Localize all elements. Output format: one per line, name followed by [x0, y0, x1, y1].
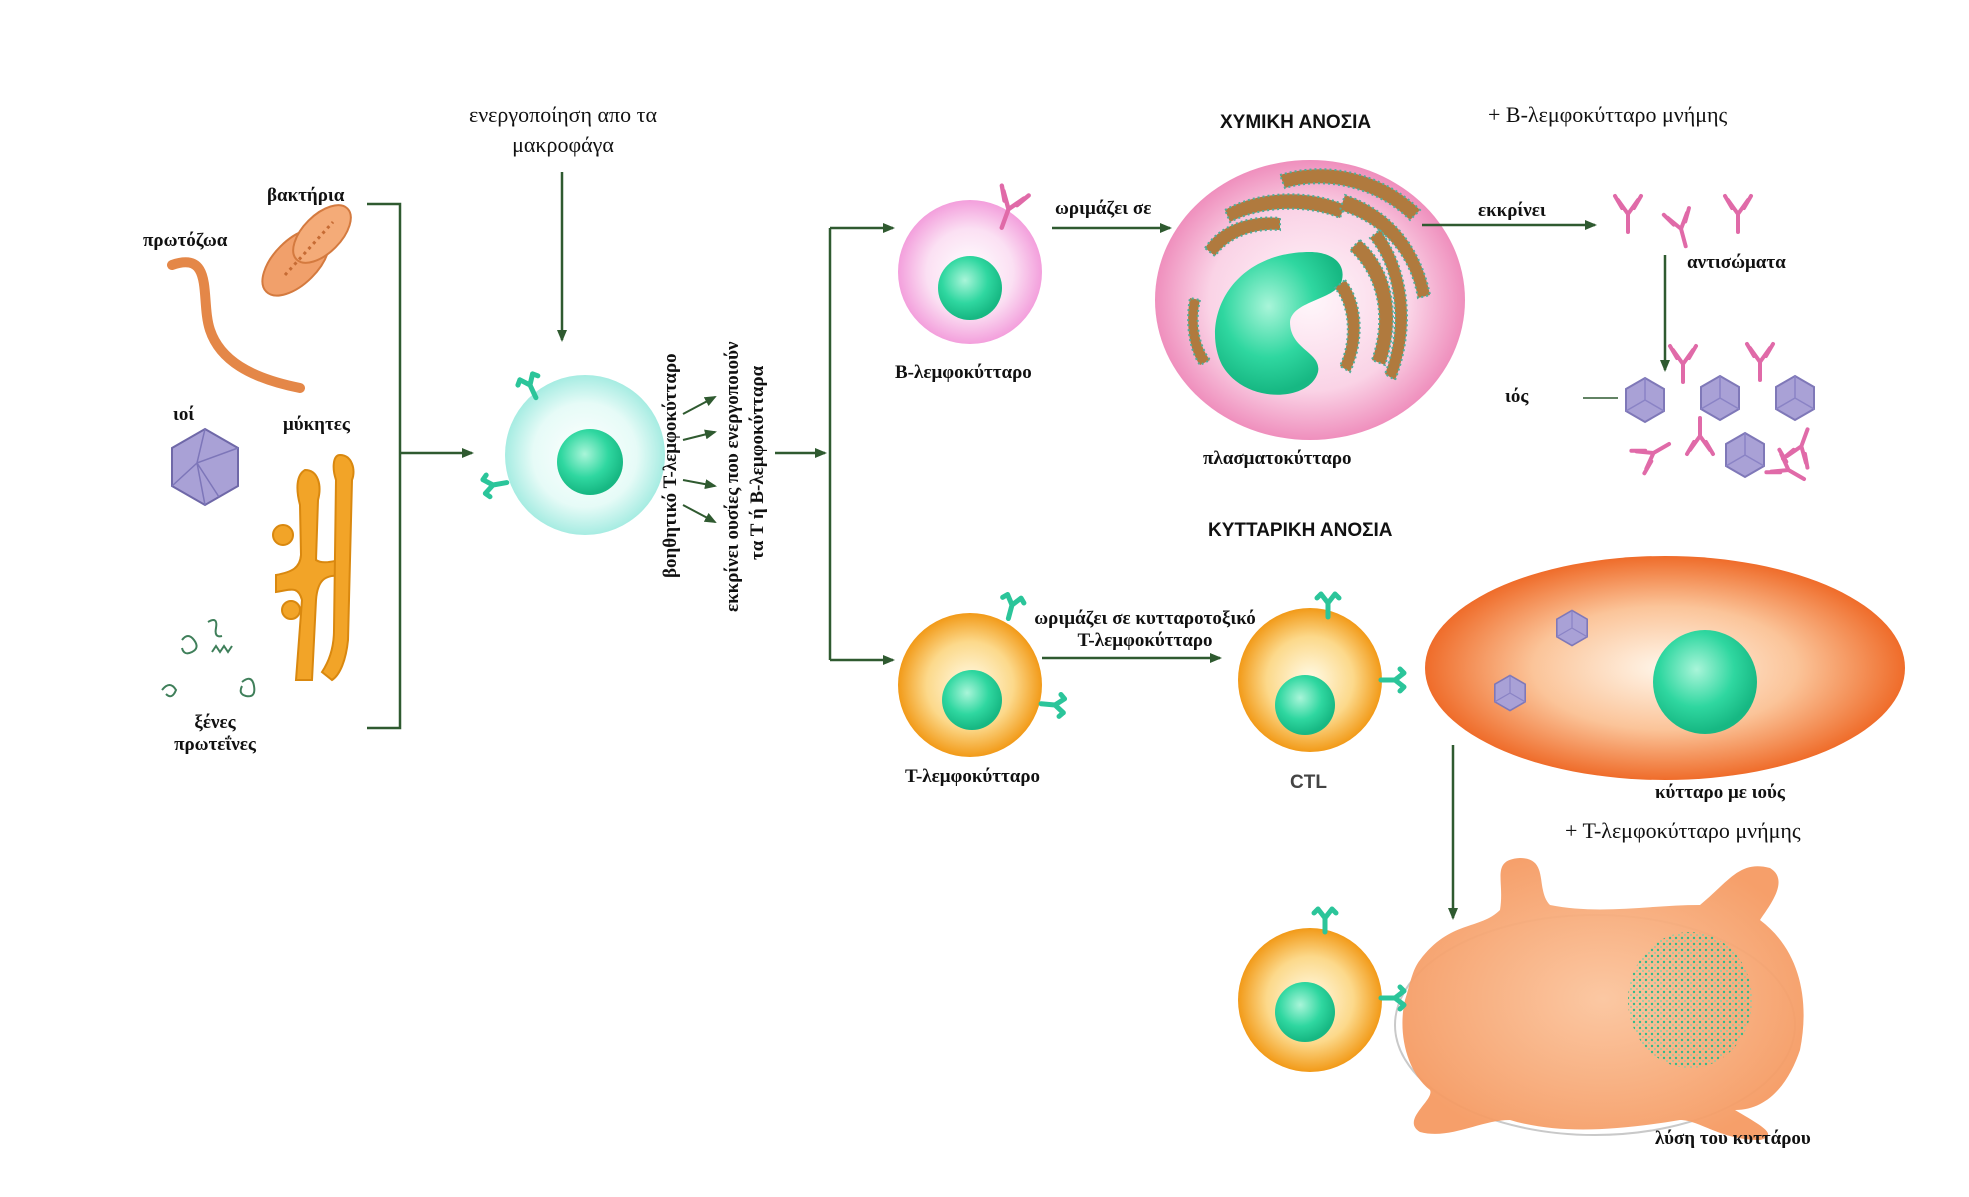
- bacteria-label: βακτήρια: [267, 185, 345, 206]
- ctl-label: CTL: [1290, 772, 1327, 793]
- b-memory-label: + Β-λεμφοκύτταρο μνήμης: [1488, 102, 1728, 127]
- secretes-substances-label-line1: εκκρίνει ουσίες που ενεργοποιούν: [722, 341, 743, 612]
- fungi-illustration: [272, 453, 355, 682]
- t-lymphocyte-cell: [898, 593, 1065, 757]
- fungi-label: μύκητες: [283, 414, 350, 435]
- t-memory-label: + Τ-λεμφοκύτταρο μνήμης: [1565, 818, 1801, 843]
- plasma-cell-label: πλασματοκύτταρο: [1203, 448, 1352, 469]
- t-lymphocyte-label: Τ-λεμφοκύτταρο: [905, 766, 1041, 787]
- infected-cell: [1425, 556, 1905, 780]
- bacteria-illustration: [261, 204, 352, 297]
- b-lymphocyte-label: Β-λεμφοκύτταρο: [895, 362, 1032, 383]
- matures-cytotoxic-label-line1: ωριμάζει σε κυτταροτοξικό: [1034, 608, 1256, 629]
- viruses-label: ιοί: [173, 404, 195, 425]
- protozoa-illustration: [167, 257, 305, 393]
- virus-label: ιός: [1505, 386, 1529, 407]
- activation-macrophages-label-line2: μακροφάγα: [512, 132, 614, 157]
- cellular-immunity-title: ΚΥΤΤΑΡΙΚΗ ΑΝΟΣΙΑ: [1208, 520, 1393, 541]
- foreign-proteins-illustration: [161, 619, 256, 698]
- protozoa-label: πρωτόζωα: [143, 230, 228, 251]
- humoral-immunity-title: ΧΥΜΙΚΗ ΑΝΟΣΙΑ: [1220, 112, 1372, 133]
- activation-macrophages-label-line1: ενεργοποίηση απο τα: [468, 102, 658, 127]
- virus-illustration: [171, 427, 239, 507]
- secretes-substances-label-line2: τα Τ ή Β-λεμφοκύτταρα: [747, 365, 768, 560]
- helper-t-label: βοηθητικό Τ-λεμφοκύτταρο: [660, 353, 681, 578]
- antibodies-illustration: [1613, 194, 1753, 252]
- b-lymphocyte-cell: [898, 186, 1042, 344]
- matures-cytotoxic-label-line2: Τ-λεμφοκύτταρο: [1077, 630, 1213, 651]
- secretes-label: εκκρίνει: [1478, 200, 1546, 221]
- infected-cell-label: κύτταρο με ιούς: [1655, 782, 1785, 803]
- lysing-cell: [1394, 858, 1804, 1140]
- virus-antibody-complex: [1625, 342, 1822, 493]
- antibodies-label: αντισώματα: [1687, 252, 1786, 273]
- ctl-cell: [1238, 594, 1404, 752]
- foreign-proteins-label-line2: πρωτεΐνες: [174, 734, 256, 755]
- memory-t-cell: [1238, 909, 1404, 1072]
- helper-t-cell: [482, 372, 665, 535]
- cell-lysis-label: λύση του κυττάρου: [1655, 1128, 1811, 1149]
- foreign-proteins-label-line1: ξένες: [194, 712, 236, 733]
- matures-into-label: ωριμάζει σε: [1055, 198, 1152, 219]
- plasma-cell: [1155, 160, 1465, 440]
